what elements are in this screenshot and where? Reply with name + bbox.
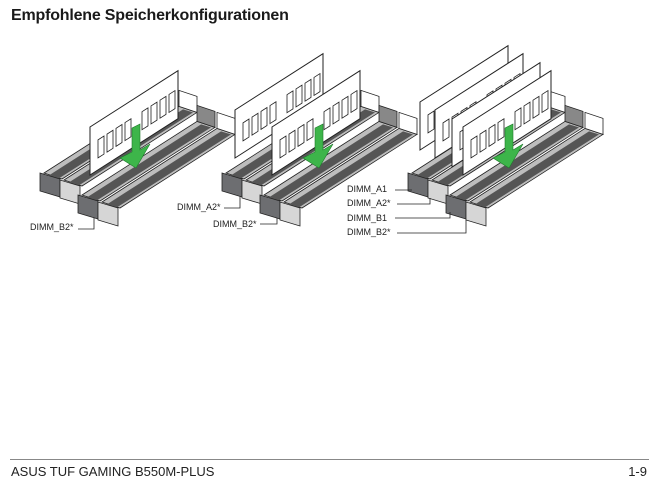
- slot-groove: [454, 124, 579, 201]
- slot-latch: [564, 104, 584, 128]
- memory-chip: [341, 95, 349, 119]
- label-dimm-b2: DIMM_B2*: [213, 219, 257, 229]
- memory-chip: [279, 135, 287, 159]
- memory-chip: [350, 89, 358, 114]
- label-leader-line: [395, 212, 451, 219]
- label-leader-line: [260, 218, 278, 225]
- footer-divider: [10, 459, 649, 460]
- slot-front-latch: [465, 201, 487, 227]
- insert-arrow-icon: [492, 123, 524, 169]
- memory-chip: [470, 135, 478, 159]
- slot-groove: [474, 131, 599, 208]
- slot-latch: [584, 111, 604, 135]
- memory-chip: [260, 106, 268, 131]
- page-title: Empfohlene Speicherkonfigurationen: [11, 7, 289, 24]
- label-leader-line: [397, 220, 467, 234]
- memory-chip: [514, 107, 522, 131]
- diagram-two-modules: [221, 52, 418, 227]
- memory-chip: [332, 101, 340, 125]
- memory-chip: [497, 118, 505, 142]
- diagram-one-module: [39, 69, 236, 230]
- memory-chip: [523, 101, 531, 125]
- label-dimm-a1: DIMM_A1: [347, 184, 387, 194]
- memory-chip: [442, 118, 450, 142]
- slot-groove: [288, 131, 413, 208]
- label-leader-line: [224, 196, 241, 209]
- memory-chip: [141, 107, 149, 131]
- slot-groove: [106, 131, 231, 208]
- memory-chip: [295, 84, 303, 108]
- label-dimm-a2: DIMM_A2*: [347, 198, 391, 208]
- memory-chip: [488, 123, 496, 148]
- memory-chip: [313, 72, 321, 97]
- label-dimm-b2: DIMM_B2*: [30, 222, 74, 232]
- memory-chip: [297, 123, 305, 148]
- label-leader-line: [397, 198, 431, 205]
- memory-chip: [97, 135, 105, 159]
- memory-chip: [251, 112, 259, 136]
- memory-configuration-illustrations: DIMM_B2* DIMM_A2* DIMM_B2* DIMM_A1 DIMM_…: [30, 44, 604, 237]
- memory-chip: [288, 129, 296, 153]
- memory-chip: [115, 123, 123, 148]
- memory-chip: [269, 101, 277, 125]
- memory-chip: [150, 101, 158, 125]
- label-dimm-b2: DIMM_B2*: [347, 227, 391, 237]
- memory-chip: [479, 129, 487, 153]
- slot-latch: [178, 89, 198, 113]
- memory-chip: [168, 89, 176, 114]
- memory-chip: [286, 90, 294, 114]
- footer-page-number: 1-9: [628, 464, 647, 479]
- label-dimm-b1: DIMM_B1: [347, 213, 387, 223]
- memory-chip: [541, 89, 549, 114]
- memory-chip: [306, 118, 314, 142]
- memory-chip: [304, 78, 312, 102]
- memory-chip: [106, 129, 114, 153]
- slot-latch: [360, 89, 380, 113]
- memory-chip: [124, 118, 132, 142]
- slot-groove: [86, 124, 211, 201]
- label-leader-line: [78, 218, 95, 230]
- slot-front-latch: [97, 201, 119, 227]
- memory-chip: [159, 95, 167, 119]
- memory-chip: [242, 118, 250, 142]
- insert-arrow-icon: [119, 123, 151, 169]
- insert-arrow-icon: [302, 123, 334, 169]
- slot-latch: [398, 111, 418, 135]
- slot-groove: [268, 124, 393, 201]
- slot-latch: [196, 104, 216, 128]
- slot-front-latch: [279, 201, 301, 227]
- memory-chip: [323, 107, 331, 131]
- diagram-four-modules: [395, 44, 604, 234]
- footer-product-name: ASUS TUF GAMING B550M-PLUS: [11, 464, 215, 479]
- slot-latch: [378, 104, 398, 128]
- memory-chip: [532, 95, 540, 119]
- label-dimm-a2: DIMM_A2*: [177, 202, 221, 212]
- memory-chip: [427, 110, 435, 134]
